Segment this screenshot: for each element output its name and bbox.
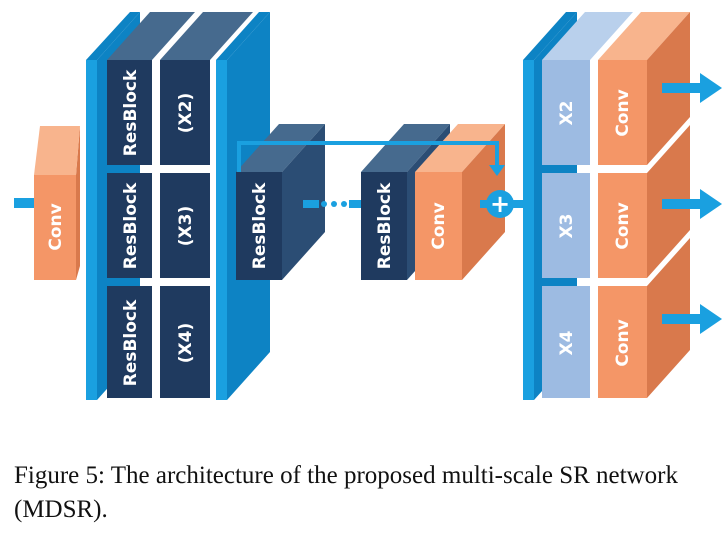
- resblock-label: ResBlock: [375, 182, 395, 269]
- resblock-label: ResBlock: [121, 69, 141, 156]
- conv-block-input: Conv: [34, 126, 80, 280]
- plus-label: +: [490, 190, 510, 218]
- plus-circle-icon: [486, 190, 514, 218]
- upsample-x3-label: X3: [557, 214, 577, 239]
- output-arrow-x4: [662, 304, 722, 334]
- input-arrow: [14, 198, 34, 208]
- scale-x4-paren-label: (X4): [176, 323, 196, 363]
- upsample-x2-label: X2: [557, 101, 577, 126]
- resblock-label: ResBlock: [121, 182, 141, 269]
- upsample-blocks: X2 X3 X4: [542, 12, 633, 398]
- mdsr-architecture-diagram: Conv ResBlock (X2) ResBlock (X3) ResBloc…: [14, 12, 722, 400]
- resblock-x3-row: ResBlock (X3): [107, 173, 210, 278]
- conv-label: Conv: [613, 89, 633, 136]
- output-arrow-x2: [662, 73, 722, 103]
- figure-caption: Figure 5: The architecture of the propos…: [14, 462, 678, 523]
- conv-label: Conv: [613, 319, 633, 366]
- resblock-x4-row: ResBlock (X4): [107, 286, 210, 398]
- resblock-x2-row: ResBlock (X2): [107, 12, 253, 165]
- scale-x2-paren-label: (X2): [176, 93, 196, 133]
- skip-connection-arrow: [237, 141, 505, 176]
- resblock-label: ResBlock: [121, 299, 141, 386]
- resblock-label: ResBlock: [250, 182, 270, 269]
- conv-label: Conv: [613, 202, 633, 249]
- conv-block-middle: Conv: [415, 124, 505, 280]
- output-arrow-x3: [662, 189, 722, 219]
- conv-label: Conv: [46, 203, 66, 250]
- upsample-x4-label: X4: [557, 330, 577, 355]
- ellipsis-connector: [303, 200, 363, 208]
- conv-label: Conv: [429, 202, 449, 249]
- sum-node: +: [480, 190, 524, 218]
- scale-x3-paren-label: (X3): [176, 206, 196, 246]
- resblock-middle: ResBlock: [236, 124, 325, 280]
